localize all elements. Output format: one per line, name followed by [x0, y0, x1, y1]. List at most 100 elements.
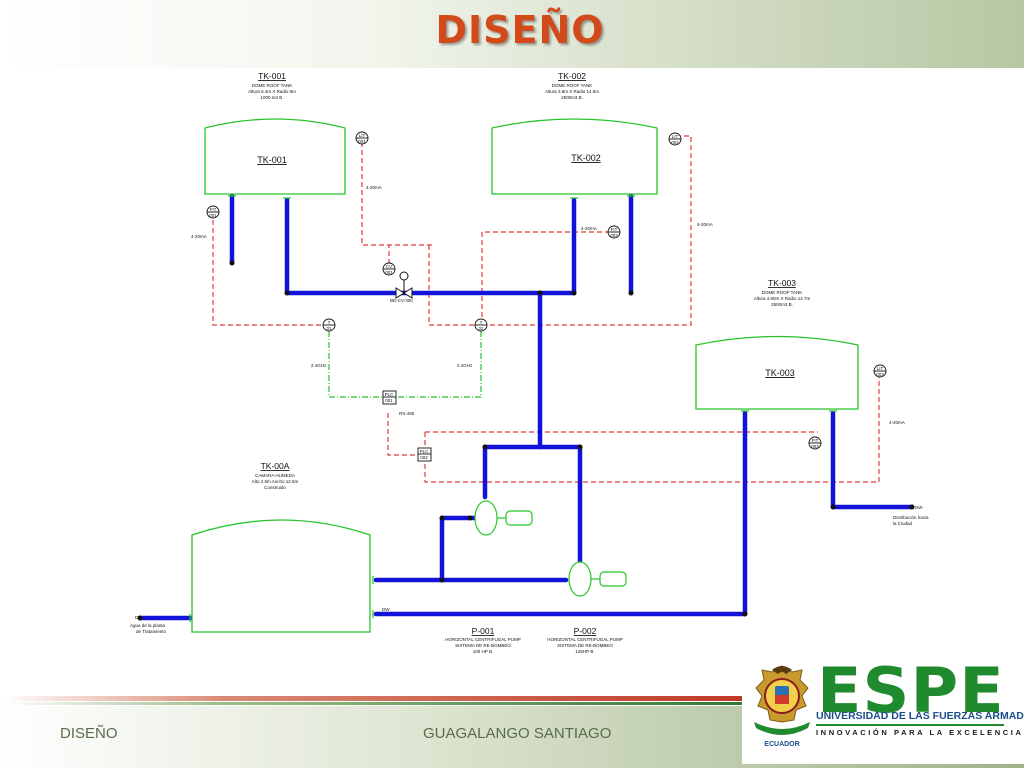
svg-text:001: 001: [385, 270, 393, 275]
signal-label-rs485: RS-485: [399, 411, 415, 416]
svg-text:003: 003: [811, 444, 819, 449]
svg-text:T: T: [328, 320, 331, 325]
tank-tk003: [695, 335, 859, 410]
signal-label-ma-1: 4-20mA: [366, 185, 382, 190]
process-pipes: [137, 193, 915, 621]
tk002-type: DOME ROOF TANK: [552, 83, 593, 88]
svg-text:02: 02: [478, 326, 484, 331]
university-motto: INNOVACIÓN PARA LA EXCELENCIA: [816, 728, 1024, 737]
tk00a-type: CAMARA HUMEDA: [255, 473, 295, 478]
p002-tag: P-002: [574, 626, 597, 636]
svg-text:003: 003: [876, 372, 884, 377]
valve-tag: BD-CV-300: [390, 298, 413, 303]
svg-text:001: 001: [358, 139, 366, 144]
tk00a-dims: Alto 2.8m Ancho 12.5m: [252, 479, 299, 484]
p002-system: SISTEMA DE RE-BOMBEO: [557, 643, 613, 648]
svg-text:002: 002: [671, 140, 679, 145]
svg-text:LIT: LIT: [877, 366, 884, 371]
tk003-capacity: 2500m3 B.: [771, 302, 793, 307]
tk002-label: TK-002: [571, 153, 601, 163]
pump-p002: [568, 561, 627, 597]
espe-wordmark: ESPE: [817, 654, 1005, 727]
tk001-header: TK-001: [258, 71, 286, 81]
p002-type: HORIZONTAL CENTRIFUGAL PUMP: [547, 637, 623, 642]
svg-text:CV: CV: [386, 264, 392, 269]
plc-002: PLC 002: [417, 447, 432, 462]
control-valve: [395, 271, 413, 299]
instrument-transmitter-01: T 01: [322, 318, 336, 332]
tank-tk001: [204, 118, 346, 195]
svg-text:002: 002: [610, 233, 618, 238]
instrument-lit-002: LIT 002: [668, 132, 682, 146]
outlet-note-1: Distribución hacia: [893, 515, 929, 520]
tk001-dims: Altura 5.4m X Radio 9m: [248, 89, 296, 94]
svg-text:T: T: [480, 320, 483, 325]
p001-power: 100 HP B.: [473, 649, 493, 654]
signal-label-ghz-1: 2.4GHz: [311, 363, 327, 368]
svg-text:002: 002: [420, 455, 428, 460]
p001-system: SISTEMA DE RE-BOMBEO: [455, 643, 511, 648]
instrument-fit-003: FIT 003: [808, 436, 822, 450]
seal-text: ECUADOR: [764, 741, 799, 748]
tank-tk002: [491, 118, 658, 195]
signal-label-ma-3: 4-20mA: [581, 226, 597, 231]
tank-nozzles: [189, 195, 837, 622]
signal-label-ghz-2: 2.4GHz: [457, 363, 473, 368]
tk00a-header: TK-00A: [261, 461, 290, 471]
svg-text:FIT: FIT: [812, 438, 819, 443]
p001-type: HORIZONTAL CENTRIFUGAL PUMP: [445, 637, 521, 642]
signal-label-ma-5: 4-20mA: [889, 420, 905, 425]
instrument-transmitter-02: T 02: [474, 318, 488, 332]
svg-text:LIT: LIT: [672, 134, 679, 139]
espe-logo: ECUADOR ESPE UNIVERSIDAD DE LAS FUERZAS …: [742, 656, 1024, 764]
signal-label-ma-4: 4-20mA: [697, 222, 713, 227]
logo-divider: [816, 724, 1004, 726]
tk002-header: TK-002: [558, 71, 586, 81]
university-name: UNIVERSIDAD DE LAS FUERZAS ARMADAS: [816, 710, 1024, 722]
tk00a-capacity: Construido: [264, 485, 286, 490]
instrument-lit-001: LIT 001: [355, 131, 369, 145]
tk001-label: TK-001: [257, 155, 287, 165]
tk001-capacity: 1000 m3 B.: [260, 95, 283, 100]
pid-diagram: LIT 001 LIT 002 LIT 003 FIT 001 FIT 002: [130, 71, 929, 654]
p001-tag: P-001: [472, 626, 495, 636]
tk003-header: TK-003: [768, 278, 796, 288]
inlet-note-1: Agua de la planta: [130, 623, 166, 628]
tk003-label: TK-003: [765, 368, 795, 378]
svg-text:PLC: PLC: [385, 392, 395, 397]
svg-text:001: 001: [209, 213, 217, 218]
svg-text:01: 01: [326, 326, 332, 331]
line-tag: DW: [382, 607, 390, 612]
title-band: [0, 0, 1024, 68]
wireless-signal-lines: [328, 331, 482, 398]
slide-title: DISEÑO: [435, 8, 605, 52]
university-seal-icon: ECUADOR: [754, 665, 810, 748]
tk003-dims: Altura 4.80m X Radio 12.7m: [754, 296, 811, 301]
instrument-bubbles: LIT 001 LIT 002 LIT 003 FIT 001 FIT 002: [206, 131, 887, 462]
instrument-lit-003: LIT 003: [873, 364, 887, 378]
outlet-tag: DW: [915, 505, 923, 510]
instrument-fit-002: FIT 002: [607, 225, 621, 239]
inlet-tag: DW: [135, 615, 143, 620]
inlet-note-2: de Tratamiento: [136, 629, 167, 634]
footer-stripe-green: [0, 702, 745, 705]
svg-text:LIT: LIT: [359, 133, 366, 138]
instrument-fit-001: FIT 001: [206, 205, 220, 219]
instrument-cv-001: CV 001: [382, 262, 396, 276]
tk001-type: DOME ROOF TANK: [252, 83, 293, 88]
svg-text:FIT: FIT: [611, 227, 618, 232]
footer-author: GUAGALANGO SANTIAGO: [423, 725, 612, 742]
pump-p001: [474, 500, 533, 536]
svg-text:FIT: FIT: [210, 207, 217, 212]
signal-label-ma-2: 4-20mA: [191, 234, 207, 239]
p002-power: 125HP B.: [575, 649, 594, 654]
footer-stripe-red: [0, 696, 745, 701]
svg-text:001: 001: [385, 398, 393, 403]
plc-001: PLC 001: [382, 390, 397, 405]
tk003-type: DOME ROOF TANK: [762, 290, 803, 295]
tk002-capacity: 2500m3 B.: [561, 95, 583, 100]
tk002-dims: Altura 3.8m X Radio 14.5m: [545, 89, 599, 94]
svg-text:PLC: PLC: [420, 449, 430, 454]
footer-section-label: DISEÑO: [60, 725, 118, 742]
outlet-note-2: la Ciudad: [893, 521, 913, 526]
